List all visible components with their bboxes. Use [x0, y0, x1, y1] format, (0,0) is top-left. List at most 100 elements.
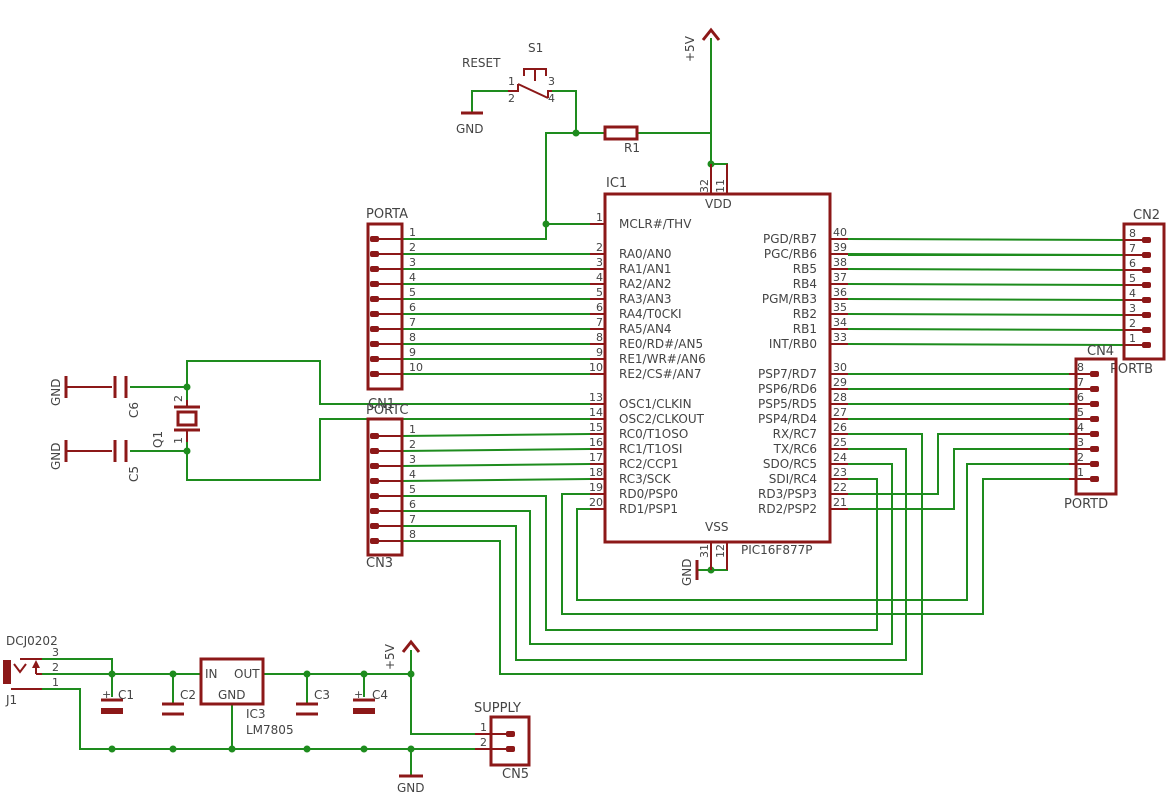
ic1-pin-name: RB4 [793, 277, 817, 291]
capacitor-ref: C6 [127, 402, 141, 418]
connector-pin-number: 4 [409, 468, 416, 481]
connector-pin-pad [370, 266, 379, 272]
capacitor-c1[interactable]: + C1 [101, 688, 134, 714]
connector-pin-number: 10 [409, 361, 423, 374]
dc-jack-j1[interactable]: DCJ0202 J1 3 2 1 [3, 634, 59, 707]
wire-mclr-net [545, 132, 605, 225]
ic1-pin-number: 27 [833, 406, 847, 419]
connector-pin-number: 5 [1129, 272, 1136, 285]
crystal-pin-number: 1 [172, 437, 185, 444]
wire-layer [42, 38, 1124, 775]
regulator-ref: IC3 [246, 707, 266, 721]
ic1-pin-number: 2 [596, 241, 603, 254]
wire-vcc-vdd [710, 38, 728, 194]
ic1-pin-name: RX/RC7 [773, 427, 817, 441]
connector-pin-number: 3 [1077, 436, 1084, 449]
wire-portb [847, 283, 1125, 286]
ic1-pin-name: INT/RB0 [769, 337, 817, 351]
connector-body [1074, 357, 1118, 496]
supply-pin-pad [506, 746, 515, 752]
ic1-pin-name: TX/RC6 [773, 442, 817, 456]
jack-contact [13, 663, 27, 674]
wire-rc6 [402, 448, 907, 661]
ic1-pin-name: RC0/T1OSO [619, 427, 688, 441]
arrow-icon [701, 27, 721, 41]
connector-pin-pad [1142, 327, 1151, 333]
connector-pin-number: 1 [1077, 466, 1084, 479]
connector-pin-pad [370, 508, 379, 514]
wire-osc2 [186, 418, 605, 481]
ic1-pin-name: RA4/T0CKI [619, 307, 682, 321]
ic1-pin-name: RA2/AN2 [619, 277, 672, 291]
ic1-pin-name: PSP5/RD5 [758, 397, 817, 411]
jack-ref: J1 [5, 693, 17, 707]
connector-pin-number: 3 [409, 453, 416, 466]
ic1-pin-number: 1 [596, 211, 603, 224]
ic1-pin-name: RA5/AN4 [619, 322, 672, 336]
ic1-pin-name: RD0/PSP0 [619, 487, 678, 501]
capacitor-c2[interactable]: C2 [162, 688, 196, 716]
connector-pin-pad [1142, 297, 1151, 303]
ic1-vdd-label: VDD [705, 197, 732, 211]
junction-dot [228, 745, 236, 753]
junction-dot [169, 670, 177, 678]
connector-pin-pad [1090, 401, 1099, 407]
switch-pin-number: 2 [508, 92, 515, 105]
connector-pin-pad [370, 236, 379, 242]
jack-pin-number: 1 [52, 676, 59, 689]
connector-pin-number: 9 [409, 346, 416, 359]
connector-pin-number: 6 [1077, 391, 1084, 404]
junction-dot [108, 670, 116, 678]
supply-pin-number: 1 [480, 721, 487, 734]
connector-body [366, 222, 404, 391]
wire-rd1 [576, 463, 1069, 601]
capacitor-c5[interactable]: C5 [113, 440, 141, 482]
connector-pin-number: 1 [409, 423, 416, 436]
connector-pin-number: 2 [1129, 317, 1136, 330]
connector-pin-pad [1142, 282, 1151, 288]
switch-pin-number: 3 [548, 75, 555, 88]
connector-pin-number: 1 [1129, 332, 1136, 345]
resistor-r1[interactable]: R1 [603, 125, 640, 155]
ic1-pin-name: OSC2/CLKOUT [619, 412, 705, 426]
ic1-pin-number: 5 [596, 286, 603, 299]
regulator-ic3[interactable]: IN OUT GND IC3 LM7805 [199, 657, 294, 737]
connector-supply[interactable]: SUPPLY CN5 1 2 [474, 701, 531, 782]
reset-switch[interactable]: RESET S1 1 2 3 4 [462, 41, 555, 105]
jack-body [3, 660, 11, 684]
wire-portc [401, 463, 591, 467]
capacitor-c4[interactable]: + C4 [353, 688, 388, 714]
junction-dot [183, 447, 191, 455]
vcc-label: +5V [383, 643, 397, 670]
wire-portb [847, 253, 1125, 256]
connector-pin-pad [1090, 416, 1099, 422]
ic1-vdd-pin-number: 32 [698, 179, 711, 193]
capacitor-plate [101, 708, 123, 714]
connector-pin-number: 2 [409, 241, 416, 254]
wire-vcc-supply [410, 650, 475, 735]
ic1-pin-name: PSP7/RD7 [758, 367, 817, 381]
connector-pin-pad [370, 371, 379, 377]
connector-pin-number: 1 [409, 226, 416, 239]
connector-pin-pad [1090, 386, 1099, 392]
crystal-q1[interactable]: Q1 2 1 [151, 395, 200, 448]
junction-dot [183, 383, 191, 391]
junction-dot [108, 745, 116, 753]
ic1-pin-number: 16 [589, 436, 603, 449]
supply-pin-number: 2 [480, 736, 487, 749]
connector-pin-number: 4 [409, 271, 416, 284]
ic1-pin-number: 23 [833, 466, 847, 479]
connector-pin-number: 5 [409, 483, 416, 496]
capacitor-c3[interactable]: C3 [296, 688, 330, 716]
ic1-pin-name: OSC1/CLKIN [619, 397, 692, 411]
ic1-pin-number: 18 [589, 466, 603, 479]
capacitor-c6[interactable]: C6 [113, 376, 141, 418]
ic1-pin-number: 26 [833, 421, 847, 434]
connector-pin-pad [370, 448, 379, 454]
vcc-label: +5V [683, 35, 697, 62]
